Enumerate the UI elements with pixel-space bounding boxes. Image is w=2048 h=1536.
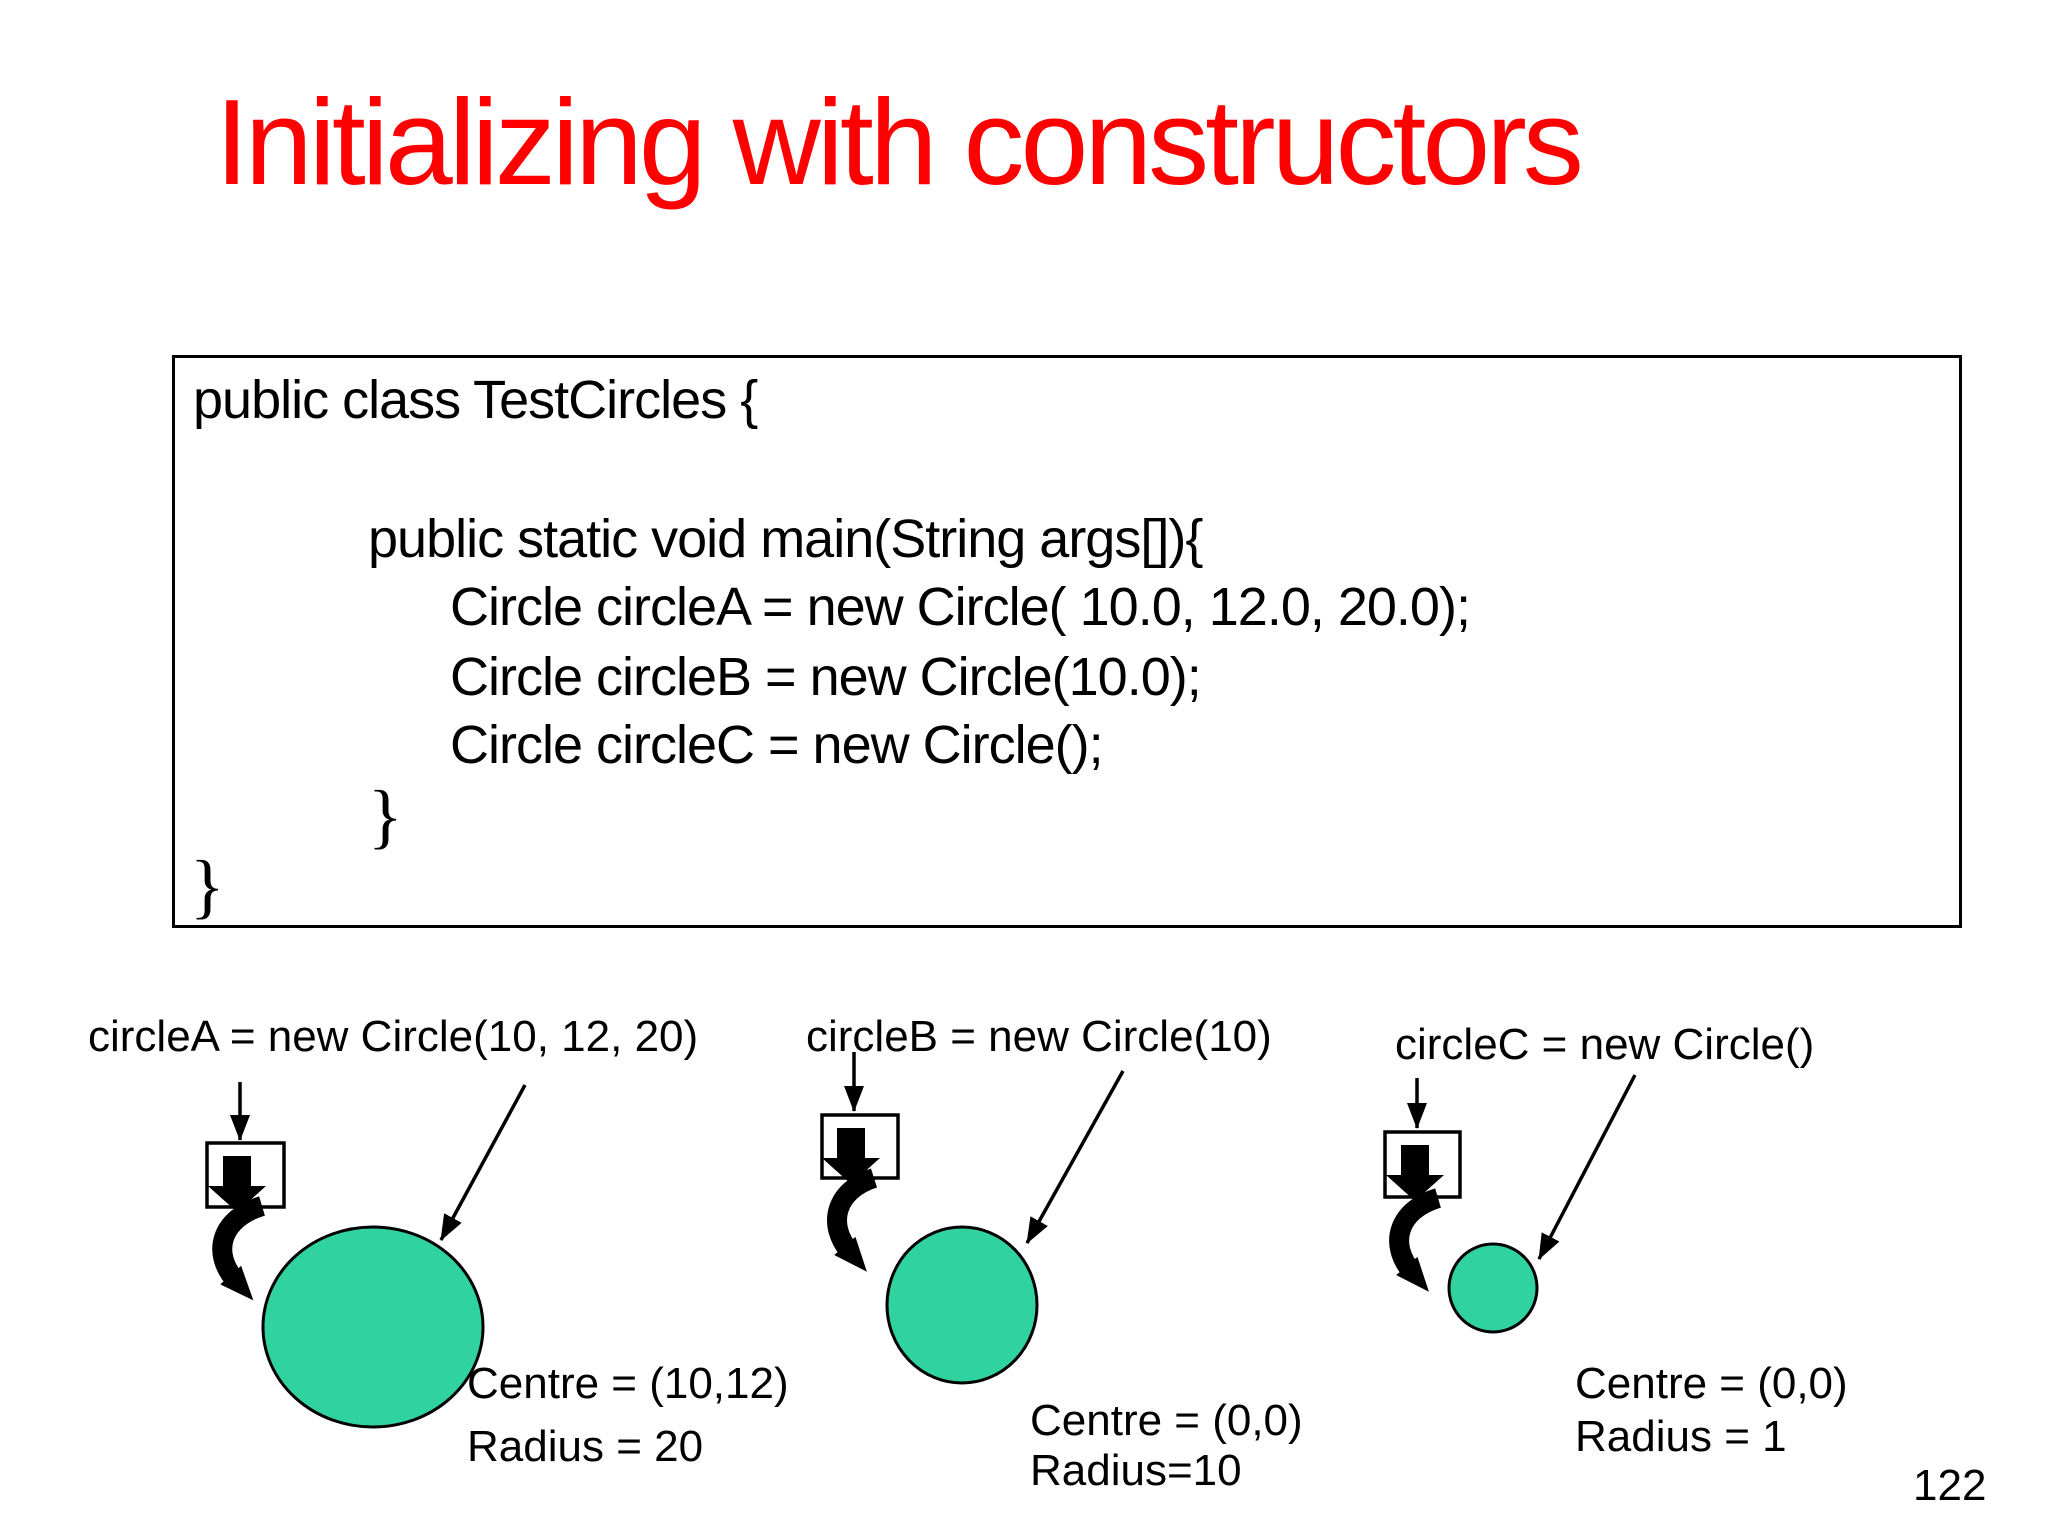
code-line-circle-b: Circle circleB = new Circle(10.0); [450,647,1202,707]
value-down-arrow-icon-a [208,1156,266,1212]
code-line-main-decl: public static void main(String args[]){ [368,509,1203,569]
value-down-arrow-icon-c [1386,1145,1444,1201]
reference-curved-arrow-icon-c [1389,1188,1442,1292]
diagram-b-label: circleB = new Circle(10) [806,1012,1272,1061]
code-line-circle-a: Circle circleA = new Circle( 10.0, 12.0,… [450,577,1471,637]
code-line-main-close-brace: } [368,776,403,856]
page-number: 122 [1913,1461,1987,1510]
reference-curved-arrow-icon-a [212,1196,266,1301]
code-line-class-close-brace: } [190,846,225,926]
diagram-c-radius-text: Radius = 1 [1575,1412,1787,1461]
code-box [172,355,1962,928]
pointer-arrow-icon-a [439,1084,527,1241]
diagram-a-centre-text: Centre = (10,12) [467,1359,789,1408]
pointer-arrow-icon-c [1537,1074,1637,1260]
diagram-a-label: circleA = new Circle(10, 12, 20) [88,1012,699,1061]
pointer-arrow-icon-b [1025,1070,1125,1244]
diagram-b-radius-text: Radius=10 [1030,1446,1242,1495]
circle-object-c [1447,1242,1539,1334]
circle-object-a [261,1225,485,1429]
value-down-arrow-icon-b [822,1128,880,1184]
page-title: Initializing with constructors [215,74,1584,210]
diagram-c-centre-text: Centre = (0,0) [1575,1359,1848,1408]
diagram-c-label: circleC = new Circle() [1395,1020,1815,1069]
diagram-a-radius-text: Radius = 20 [467,1422,704,1471]
reference-curved-arrow-icon-b [827,1168,878,1272]
circle-object-b [885,1225,1039,1385]
diagram-b-centre-text: Centre = (0,0) [1030,1396,1303,1445]
code-line-circle-c: Circle circleC = new Circle(); [450,715,1104,775]
code-line-class-decl: public class TestCircles { [193,370,758,430]
